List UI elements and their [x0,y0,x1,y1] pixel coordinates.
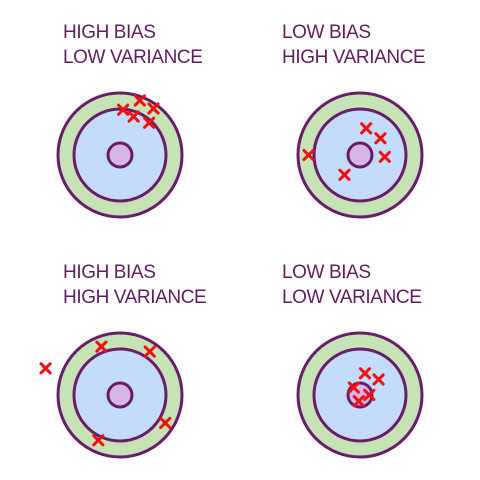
shot-marker [143,345,156,358]
shot-marker [360,122,373,135]
panel-label-line1: LOW BIAS [282,262,371,283]
panel-label-line2: LOW VARIANCE [63,47,203,68]
panel-label: HIGH BIAS LOW VARIANCE [63,20,203,70]
shot-marker [92,434,105,447]
panel-high-bias-high-variance: HIGH BIAS HIGH VARIANCE [0,240,240,480]
shot-marker [363,388,376,402]
panel-low-bias-high-variance: LOW BIAS HIGH VARIANCE [240,0,480,240]
target-high-bias-high-variance [39,331,184,459]
panel-label: HIGH BIAS HIGH VARIANCE [63,260,207,310]
panel-low-bias-low-variance: LOW BIAS LOW VARIANCE [240,240,480,480]
shot-marker [338,168,351,181]
panel-label-line2: LOW VARIANCE [282,287,422,308]
shot-marker [378,150,391,163]
panel-label-line1: HIGH BIAS [63,22,156,43]
target-low-bias-high-variance [296,91,424,219]
shot-marker [352,395,365,408]
panel-high-bias-low-variance: HIGH BIAS LOW VARIANCE [0,0,240,240]
shot-marker [147,102,160,115]
shot-marker [133,94,146,107]
shot-marker [127,110,140,123]
shot-marker [372,373,385,386]
panel-label-line2: HIGH VARIANCE [63,287,207,308]
panel-label-line1: HIGH BIAS [63,262,156,283]
shot-marker [143,116,156,129]
shot-marker [347,381,360,394]
shot-marker [39,362,52,375]
target-high-bias-low-variance [56,91,184,219]
shot-marker [95,340,108,353]
shot-marker [117,103,130,116]
panel-label: LOW BIAS HIGH VARIANCE [282,20,426,70]
panel-label-line1: LOW BIAS [282,22,371,43]
shot-marker [374,132,387,145]
target-low-bias-low-variance [296,331,424,459]
target-bullseye [106,141,134,169]
shot-marker [358,367,372,380]
target-bullseye [346,141,374,169]
shot-marker [159,416,172,429]
panel-label: LOW BIAS LOW VARIANCE [282,260,422,310]
shot-marker [302,148,315,162]
panel-label-line2: HIGH VARIANCE [282,47,426,68]
target-bullseye [106,381,134,409]
